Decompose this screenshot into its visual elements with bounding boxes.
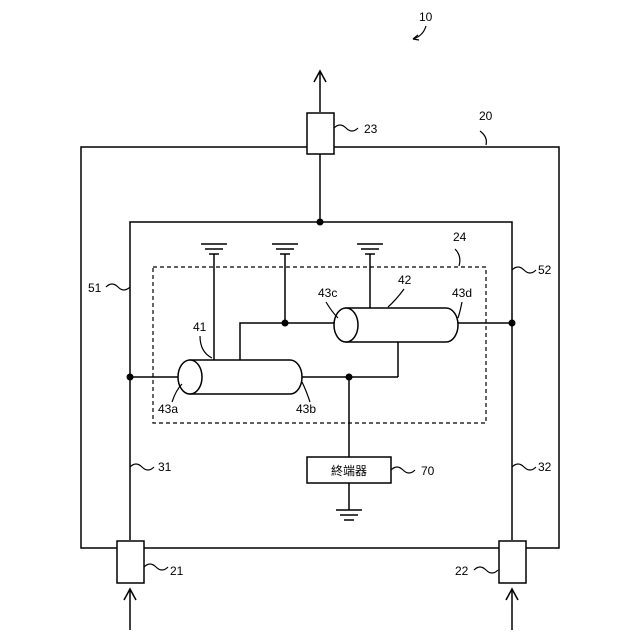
port-23-label: 23: [364, 122, 378, 136]
circuit-block-leader: [455, 249, 460, 266]
ground-bars: [357, 244, 383, 254]
circuit-block-label: 24: [453, 230, 467, 244]
port-43a-label: 43a: [158, 402, 178, 416]
port-21: 21: [117, 541, 184, 630]
port-43c-label: 43c: [318, 286, 337, 300]
terminator-text: 終端器: [331, 463, 367, 478]
coupler-41-leader: [200, 336, 212, 358]
port-43c-leader: [326, 302, 338, 318]
line-51-label: 51: [88, 281, 102, 295]
port-22: 22: [455, 541, 526, 630]
junction-43d: [509, 320, 516, 327]
terminator-number-label: 70: [421, 464, 435, 478]
port-22-label: 22: [455, 564, 469, 578]
port-43d-leader: [458, 302, 462, 318]
terminator-leader: [391, 467, 415, 473]
device-reference: 10: [413, 10, 433, 40]
housing-number-label: 20: [479, 109, 493, 123]
line-31-leader: [130, 464, 154, 470]
port-22-leader: [474, 567, 498, 573]
line-31-label: 31: [158, 460, 172, 474]
ground-bars: [201, 244, 227, 254]
port-22-box: [499, 541, 526, 583]
line-32-leader: [512, 464, 536, 470]
coupler-port-labels: 43a 43b 43c 43d: [158, 286, 472, 416]
coupler-42-label: 42: [398, 273, 412, 287]
port-21-box: [117, 541, 144, 583]
coupler-41-end: [178, 360, 202, 394]
port-43b-label: 43b: [296, 402, 316, 416]
coupler-42: 42: [334, 273, 458, 342]
coupler-41-label: 41: [193, 320, 207, 334]
terminator-70: 終端器 70: [307, 457, 435, 520]
port-43d-label: 43d: [452, 286, 472, 300]
port-43b-leader: [302, 382, 310, 402]
terminator-ground-icon: [336, 510, 362, 520]
port-21-label: 21: [170, 564, 184, 578]
ground-symbol-right: [357, 244, 383, 308]
coupler-42-leader: [388, 289, 404, 307]
port-23-leader: [334, 125, 358, 131]
line-52-leader: [512, 267, 536, 273]
ground-symbol-left: [201, 244, 227, 360]
line-51-leader: [106, 284, 130, 290]
line-32-label: 32: [538, 460, 552, 474]
line-52-label: 52: [538, 263, 552, 277]
junction-43a: [127, 374, 134, 381]
housing-leader-line: [480, 131, 486, 145]
ground-bars: [272, 244, 298, 254]
junction-terminator: [346, 374, 353, 381]
inner-signal-loop: 51 52 31 32: [88, 222, 552, 540]
device-number-label: 10: [419, 10, 433, 24]
coupler-42-body: [346, 308, 458, 342]
port-21-leader: [144, 564, 168, 570]
junction-top: [317, 219, 324, 226]
coupler-42-end: [334, 308, 358, 342]
wire-43c: [240, 323, 334, 360]
ground-symbol-center: [272, 244, 298, 323]
coupler-41-body: [190, 360, 302, 394]
port-23-box: [307, 113, 334, 154]
junction-ground-center: [282, 320, 289, 327]
